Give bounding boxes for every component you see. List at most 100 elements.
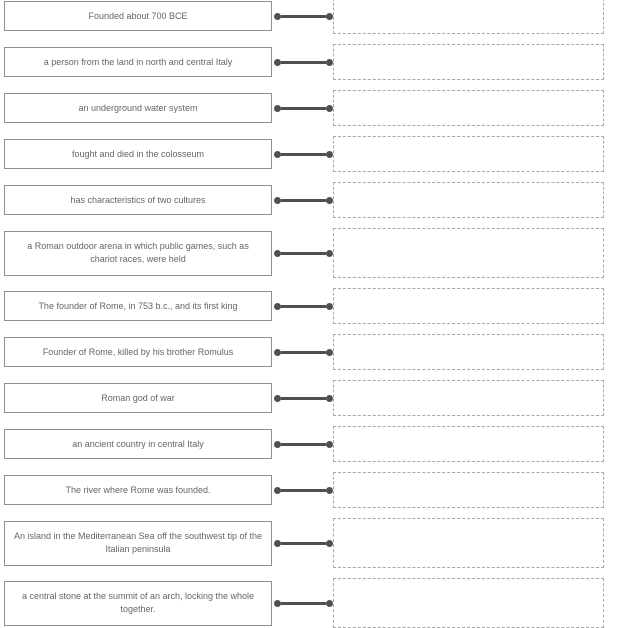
connector-dot-right-icon bbox=[326, 58, 333, 66]
connector-dot-left-icon bbox=[274, 348, 281, 356]
prompt-text: a person from the land in north and cent… bbox=[43, 56, 233, 67]
answer-drop-slot[interactable] bbox=[333, 426, 604, 462]
match-connector bbox=[272, 518, 333, 568]
match-connector bbox=[272, 472, 333, 508]
connector-line-segment bbox=[281, 198, 326, 202]
connector-line-segment bbox=[281, 251, 326, 255]
prompt-text: An island in the Mediterranean Sea off t… bbox=[14, 531, 262, 554]
prompt-text: Founded about 700 BCE bbox=[88, 10, 188, 21]
prompt-box: a central stone at the summit of an arch… bbox=[4, 580, 272, 626]
connector-line-segment bbox=[281, 60, 326, 64]
match-connector bbox=[272, 380, 333, 416]
answer-drop-slot[interactable] bbox=[333, 518, 604, 568]
match-row: a person from the land in north and cent… bbox=[4, 44, 619, 80]
match-connector bbox=[272, 578, 333, 628]
match-row: a central stone at the summit of an arch… bbox=[4, 578, 619, 628]
connector-dot-right-icon bbox=[326, 539, 333, 547]
match-connector bbox=[272, 426, 333, 462]
prompt-box: The river where Rome was founded. bbox=[4, 475, 272, 505]
connector-dot-left-icon bbox=[274, 58, 281, 66]
connector-dot-left-icon bbox=[274, 394, 281, 402]
prompt-text: Founder of Rome, killed by his brother R… bbox=[42, 346, 234, 357]
connector-dot-right-icon bbox=[326, 12, 333, 20]
connector-dot-right-icon bbox=[326, 104, 333, 112]
answer-drop-slot[interactable] bbox=[333, 228, 604, 278]
match-connector bbox=[272, 136, 333, 172]
prompt-text: The founder of Rome, in 753 b.c., and it… bbox=[38, 300, 238, 311]
prompt-box: fought and died in the colosseum bbox=[4, 139, 272, 169]
answer-drop-slot[interactable] bbox=[333, 182, 604, 218]
match-connector bbox=[272, 0, 333, 34]
answer-drop-slot[interactable] bbox=[333, 334, 604, 370]
match-connector bbox=[272, 228, 333, 278]
prompt-box: Founder of Rome, killed by his brother R… bbox=[4, 337, 272, 367]
match-row: fought and died in the colosseum bbox=[4, 136, 619, 172]
prompt-text: Roman god of war bbox=[101, 392, 175, 403]
connector-dot-left-icon bbox=[274, 150, 281, 158]
prompt-box: An island in the Mediterranean Sea off t… bbox=[4, 520, 272, 566]
match-connector bbox=[272, 44, 333, 80]
connector-dot-right-icon bbox=[326, 196, 333, 204]
prompt-box: The founder of Rome, in 753 b.c., and it… bbox=[4, 291, 272, 321]
answer-drop-slot[interactable] bbox=[333, 44, 604, 80]
answer-drop-slot[interactable] bbox=[333, 0, 604, 34]
connector-dot-right-icon bbox=[326, 599, 333, 607]
prompt-box: Roman god of war bbox=[4, 383, 272, 413]
connector-line-segment bbox=[281, 350, 326, 354]
match-row: An island in the Mediterranean Sea off t… bbox=[4, 518, 619, 568]
connector-dot-left-icon bbox=[274, 486, 281, 494]
connector-dot-left-icon bbox=[274, 539, 281, 547]
match-row: Founder of Rome, killed by his brother R… bbox=[4, 334, 619, 370]
match-row: a Roman outdoor arena in which public ga… bbox=[4, 228, 619, 278]
connector-dot-right-icon bbox=[326, 440, 333, 448]
connector-line-segment bbox=[281, 488, 326, 492]
connector-dot-right-icon bbox=[326, 150, 333, 158]
answer-drop-slot[interactable] bbox=[333, 90, 604, 126]
match-connector bbox=[272, 288, 333, 324]
connector-dot-right-icon bbox=[326, 249, 333, 257]
connector-dot-left-icon bbox=[274, 12, 281, 20]
connector-line-segment bbox=[281, 304, 326, 308]
match-row: Roman god of war bbox=[4, 380, 619, 416]
answer-drop-slot[interactable] bbox=[333, 136, 604, 172]
match-row: an underground water system bbox=[4, 90, 619, 126]
connector-dot-right-icon bbox=[326, 302, 333, 310]
connector-dot-left-icon bbox=[274, 249, 281, 257]
connector-line-segment bbox=[281, 14, 326, 18]
match-row: The founder of Rome, in 753 b.c., and it… bbox=[4, 288, 619, 324]
connector-dot-left-icon bbox=[274, 599, 281, 607]
prompt-text: fought and died in the colosseum bbox=[71, 148, 205, 159]
answer-drop-slot[interactable] bbox=[333, 578, 604, 628]
connector-line-segment bbox=[281, 106, 326, 110]
answer-drop-slot[interactable] bbox=[333, 380, 604, 416]
prompt-text: has characteristics of two cultures bbox=[70, 194, 206, 205]
match-connector bbox=[272, 334, 333, 370]
prompt-box: a person from the land in north and cent… bbox=[4, 47, 272, 77]
connector-line-segment bbox=[281, 601, 326, 605]
connector-dot-left-icon bbox=[274, 196, 281, 204]
connector-line-segment bbox=[281, 442, 326, 446]
answer-drop-slot[interactable] bbox=[333, 288, 604, 324]
match-connector bbox=[272, 90, 333, 126]
connector-line-segment bbox=[281, 396, 326, 400]
match-row: has characteristics of two cultures bbox=[4, 182, 619, 218]
connector-dot-left-icon bbox=[274, 302, 281, 310]
prompt-box: an ancient country in central Italy bbox=[4, 429, 272, 459]
connector-dot-left-icon bbox=[274, 104, 281, 112]
prompt-text: an underground water system bbox=[78, 102, 198, 113]
connector-dot-left-icon bbox=[274, 440, 281, 448]
prompt-text: a Roman outdoor arena in which public ga… bbox=[27, 241, 249, 264]
matching-exercise: Founded about 700 BCE a person from the … bbox=[4, 0, 619, 628]
prompt-text: a central stone at the summit of an arch… bbox=[21, 591, 255, 614]
connector-dot-right-icon bbox=[326, 394, 333, 402]
answer-drop-slot[interactable] bbox=[333, 472, 604, 508]
match-row: an ancient country in central Italy bbox=[4, 426, 619, 462]
connector-dot-right-icon bbox=[326, 348, 333, 356]
prompt-box: has characteristics of two cultures bbox=[4, 185, 272, 215]
prompt-box: Founded about 700 BCE bbox=[4, 1, 272, 31]
prompt-text: The river where Rome was founded. bbox=[65, 484, 211, 495]
connector-line-segment bbox=[281, 541, 326, 545]
match-connector bbox=[272, 182, 333, 218]
connector-line-segment bbox=[281, 152, 326, 156]
prompt-text: an ancient country in central Italy bbox=[72, 438, 204, 449]
